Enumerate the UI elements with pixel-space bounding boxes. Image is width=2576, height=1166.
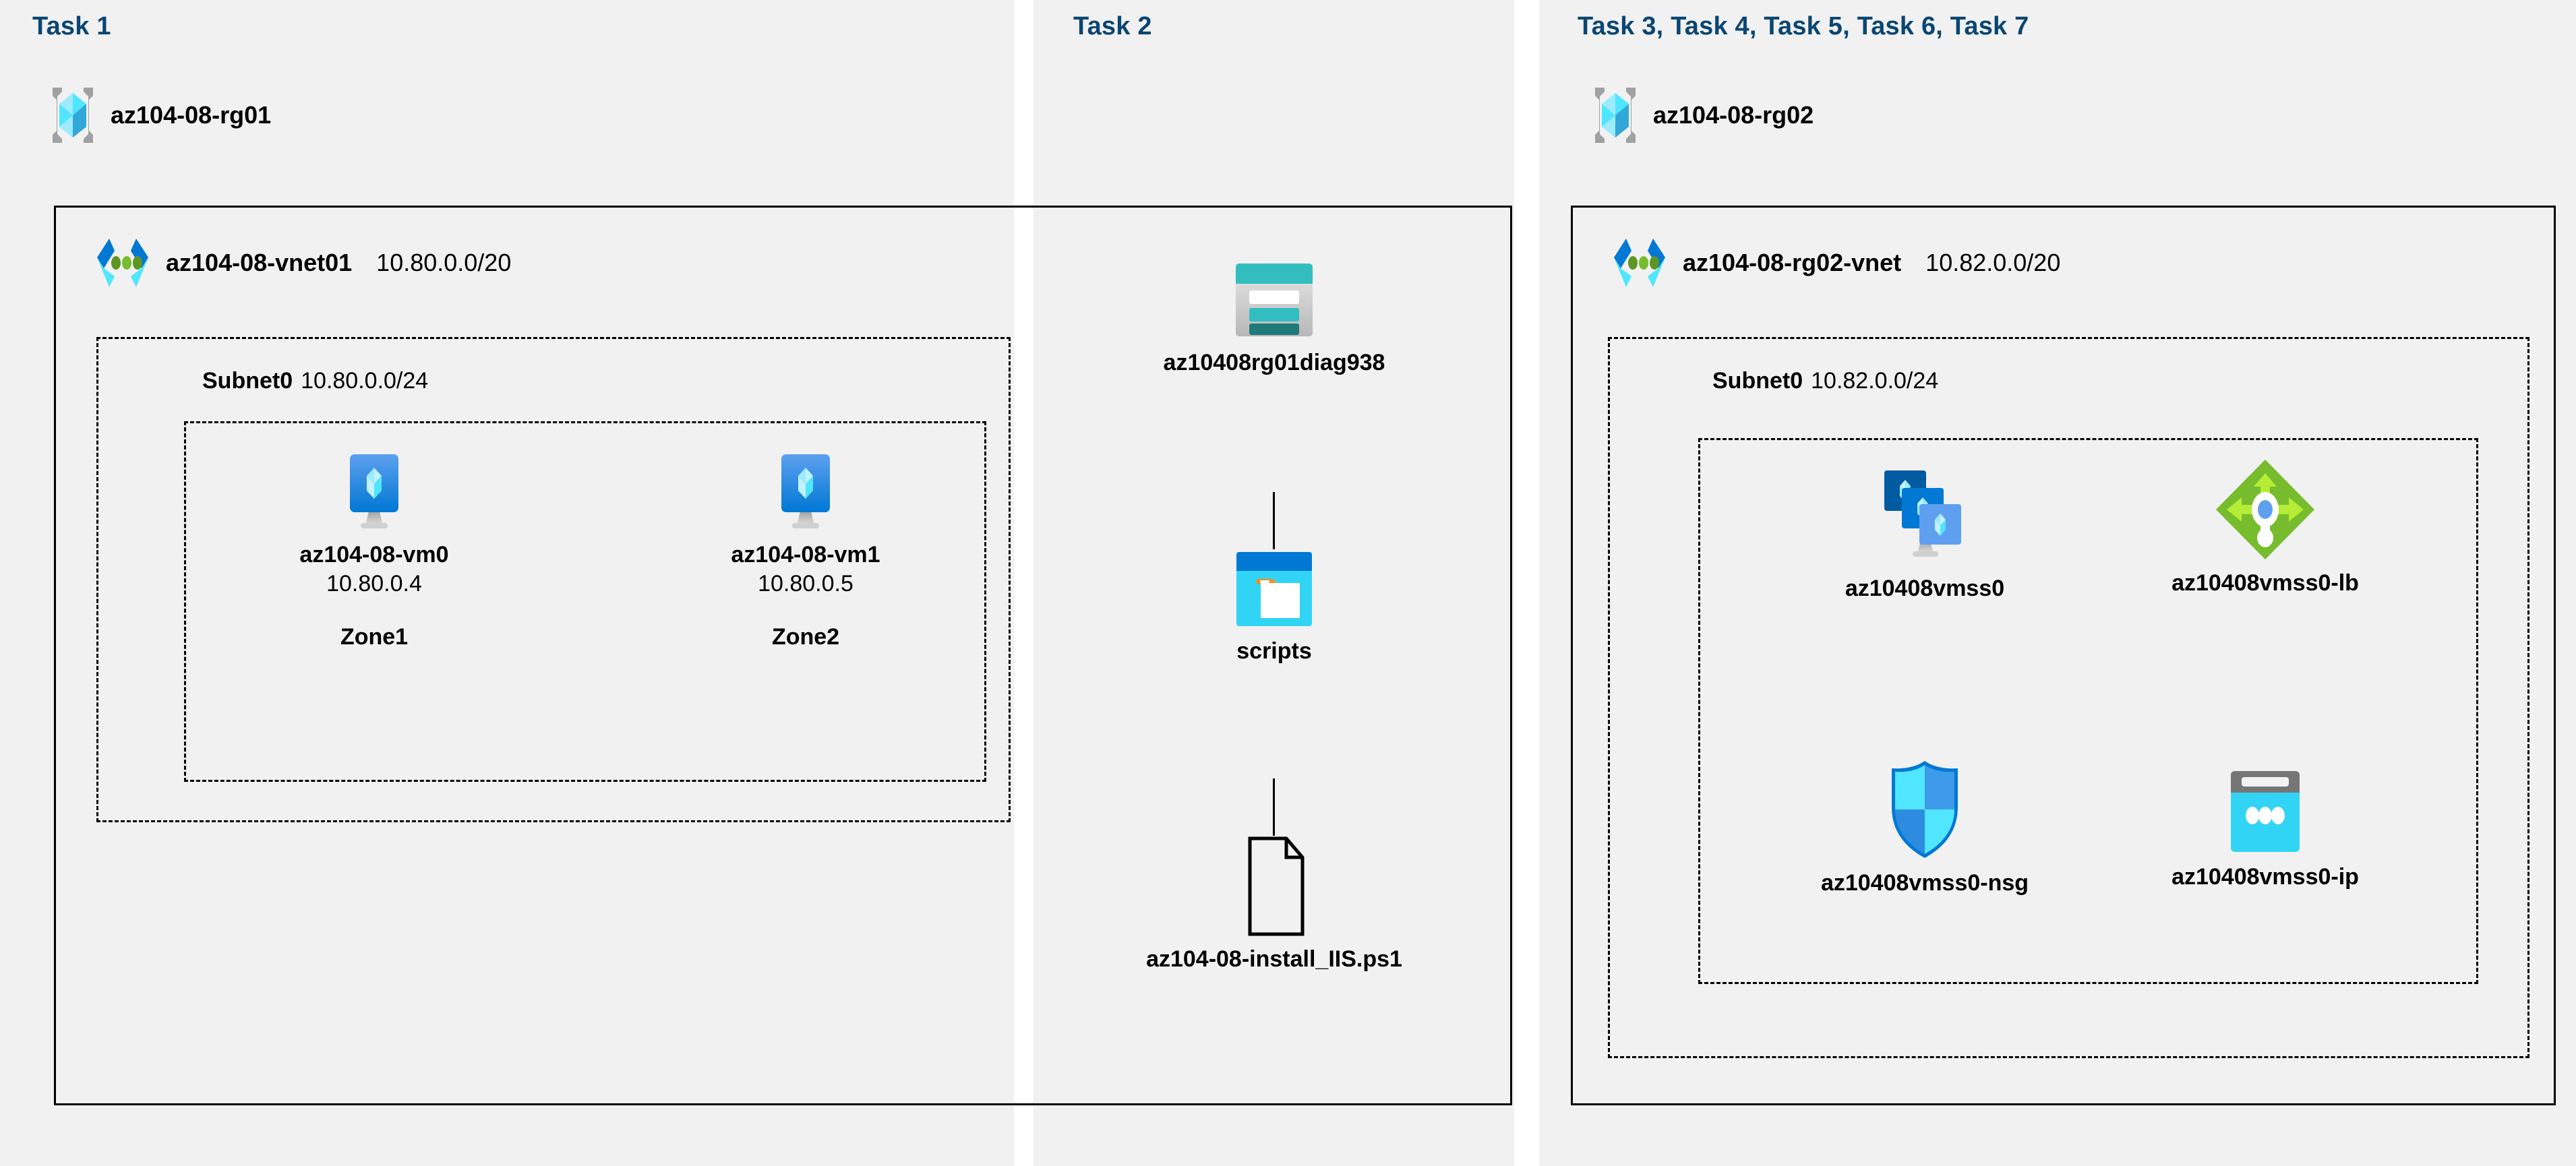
vnet-name: az104-08-vnet01 [166,249,353,276]
connector-container-to-file [1273,778,1275,836]
subnet-title-task1: Subnet0 10.80.0.0/24 [202,368,428,394]
subnet-cidr: 10.82.0.0/24 [1811,368,1939,394]
subnet-boundary-task1 [96,337,1011,822]
node-ip-address: 10.80.0.5 [758,571,853,596]
node-scripts-container[interactable]: scripts [1160,549,1389,665]
availability-zone-label: Zone2 [771,624,840,650]
task1-panel [0,0,1014,1166]
virtual-network-icon [1611,237,1668,288]
connector-storage-to-container [1273,492,1275,549]
node-label: az10408vmss0-nsg [1820,870,2029,896]
availability-zone-label: Zone1 [340,624,409,650]
node-label: az10408vmss0-ip [2171,864,2359,890]
task3-panel [1539,0,2576,1166]
node-label: az10408vmss0-lb [2171,570,2359,596]
availability-zone-group-task1 [184,421,986,782]
node-label: scripts [1236,638,1312,664]
load-balancer-icon [2215,458,2316,561]
node-label: az104-08-vm1 [731,542,880,567]
node-label: az104-08-vm0 [299,542,449,567]
task1-label: Task 1 [32,12,111,40]
subnet-name: Subnet0 [1712,368,1803,394]
virtual-machine-icon [772,453,839,532]
vnet-header-az104-08-vnet01: az104-08-vnet01 10.80.0.0/20 [94,237,511,288]
file-icon [1235,836,1313,937]
virtual-network-icon [94,237,151,288]
vnet-name: az104-08-rg02-vnet [1683,249,1902,276]
resource-group-icon [1591,86,1640,144]
vnet-cidr: 10.82.0.0/20 [1925,249,2061,276]
public-ip-address-icon [2228,768,2302,855]
node-az10408vmss0[interactable]: az10408vmss0 [1783,465,2066,602]
node-label: az10408rg01diag938 [1163,350,1385,375]
blob-container-icon [1234,549,1315,629]
subnet-boundary-task3 [1608,337,2529,1058]
task3-label: Task 3, Task 4, Task 5, Task 6, Task 7 [1578,12,2029,40]
node-install-iis-script[interactable]: az104-08-install_IIS.ps1 [1079,836,1470,973]
resource-group-name: az104-08-rg02 [1653,101,1814,129]
storage-account-icon [1232,259,1317,340]
resource-group-inner-task3 [1698,438,2478,984]
node-az104-08-vm0[interactable]: az104-08-vm0 10.80.0.4 Zone1 [263,453,485,650]
subnet-title-task3: Subnet0 10.82.0.0/24 [1712,368,1938,394]
node-az10408vmss0-lb[interactable]: az10408vmss0-lb [2130,458,2400,596]
resource-group-icon [49,86,97,144]
vnet-boundary-az104-08-vnet01 [54,206,1512,1105]
node-label: az10408vmss0 [1845,576,2005,601]
virtual-machine-icon [340,453,408,532]
subnet-cidr: 10.80.0.0/24 [301,368,429,394]
node-az10408vmss0-nsg[interactable]: az10408vmss0-nsg [1783,758,2066,896]
node-az104-08-vm1[interactable]: az104-08-vm1 10.80.0.5 Zone2 [694,453,917,650]
subnet-name: Subnet0 [202,368,293,394]
network-security-group-icon [1885,758,1965,861]
vnet-header-az104-08-rg02-vnet: az104-08-rg02-vnet 10.82.0.0/20 [1611,237,2060,288]
vnet-cidr: 10.80.0.0/20 [376,249,512,276]
node-az10408vmss0-ip[interactable]: az10408vmss0-ip [2130,768,2400,890]
node-az10408rg01diag938[interactable]: az10408rg01diag938 [1139,259,1409,376]
task2-label: Task 2 [1073,12,1152,40]
resource-group-az104-08-rg01: az104-08-rg01 [49,86,271,144]
vnet-boundary-az104-08-rg02-vnet [1571,206,2556,1105]
vm-scale-set-icon [1875,465,1975,566]
node-label: az104-08-install_IIS.ps1 [1146,946,1402,972]
resource-group-name: az104-08-rg01 [111,101,272,129]
resource-group-az104-08-rg02: az104-08-rg02 [1591,86,1814,144]
node-ip-address: 10.80.0.4 [326,571,422,596]
